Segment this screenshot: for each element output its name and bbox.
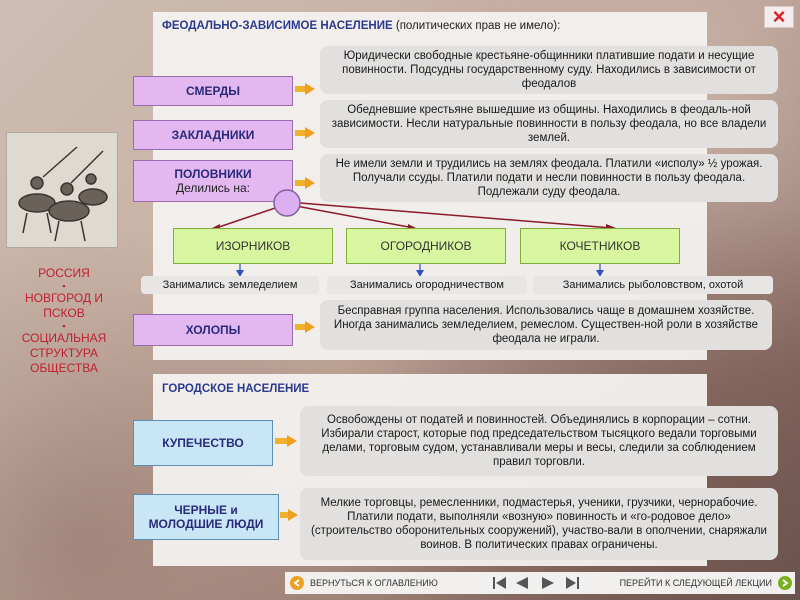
- zakladniki-button[interactable]: ЗАКЛАДНИКИ: [133, 120, 293, 150]
- polovniki-description: Не имели земли и трудились на землях фео…: [320, 154, 778, 202]
- kupechestvo-button[interactable]: КУПЕЧЕСТВО: [133, 420, 273, 466]
- zakladniki-arrow: [295, 130, 305, 136]
- zakladniki-arrow-head: [305, 127, 315, 139]
- smerdy-description: Юридически свободные крестьяне-общинники…: [320, 46, 778, 94]
- polovniki-desc-text: Не имели земли и трудились на землях фео…: [335, 158, 763, 198]
- chernye-label-2: МОЛОДШИЕ ЛЮДИ: [148, 517, 264, 531]
- group-izorniki[interactable]: ИЗОРНИКОВ: [173, 228, 333, 264]
- holopy-arrow: [295, 324, 305, 330]
- polovniki-arrow: [295, 180, 305, 186]
- holopy-label: ХОЛОПЫ: [185, 323, 241, 337]
- next-page-icon: [542, 577, 554, 589]
- ogorodniki-description: Занимались огородничеством: [327, 276, 527, 294]
- polovniki-label: ПОЛОВНИКИ: [174, 167, 252, 181]
- back-to-contents-button[interactable]: ВЕРНУТЬСЯ К ОГЛАВЛЕНИЮ: [290, 575, 480, 591]
- ogorodniki-desc-text: Занимались огородничеством: [350, 279, 504, 291]
- sidebar-line-novgorod: НОВГОРОД И: [24, 291, 104, 305]
- last-page-button[interactable]: [564, 575, 580, 591]
- izorniki-desc-text: Занимались земледелием: [162, 279, 298, 291]
- prev-page-icon: [516, 577, 528, 589]
- group-kochetniki-label: КОЧЕТНИКОВ: [559, 239, 641, 253]
- kochetniki-description: Занимались рыболовством, охотой: [533, 276, 773, 294]
- prev-page-button[interactable]: [514, 575, 530, 591]
- first-page-icon: [493, 577, 506, 589]
- holopy-description: Бесправная группа населения. Использовал…: [320, 300, 772, 350]
- izorniki-description: Занимались земледелием: [141, 276, 319, 294]
- sidebar-line-russia: РОССИЯ: [38, 266, 90, 280]
- back-arrow-icon: [290, 576, 304, 590]
- kupechestvo-description: Освобождены от податей и повинностей. Об…: [300, 406, 778, 476]
- chernye-arrow: [280, 512, 288, 518]
- feudal-title: ФЕОДАЛЬНО-ЗАВИСИМОЕ НАСЕЛЕНИЕ: [162, 20, 393, 32]
- sidebar-bullet: ▪: [62, 281, 66, 291]
- feudal-title-note: (политических прав не имело):: [395, 20, 561, 32]
- last-page-icon: [566, 577, 579, 589]
- smerdy-button[interactable]: СМЕРДЫ: [133, 76, 293, 106]
- chernye-arrow-head: [288, 509, 298, 521]
- chernye-desc-text: Мелкие торговцы, ремесленники, подмастер…: [311, 497, 767, 551]
- close-icon: ×: [772, 4, 786, 29]
- group-izorniki-label: ИЗОРНИКОВ: [215, 239, 291, 253]
- sidebar-title: РОССИЯ ▪ НОВГОРОД И ПСКОВ ▪ СОЦИАЛЬНАЯ С…: [8, 266, 120, 376]
- back-to-contents-label: ВЕРНУТЬСЯ К ОГЛАВЛЕНИЮ: [310, 578, 438, 588]
- holopy-button[interactable]: ХОЛОПЫ: [133, 314, 293, 346]
- illustration: [6, 132, 118, 248]
- sidebar-line-society: ОБЩЕСТВА: [30, 361, 98, 375]
- polovniki-button[interactable]: ПОЛОВНИКИ Делились на:: [133, 160, 293, 202]
- zakladniki-desc-text: Обедневшие крестьяне вышедшие из общины.…: [331, 104, 767, 144]
- zakladniki-label: ЗАКЛАДНИКИ: [171, 128, 255, 142]
- next-lecture-button[interactable]: ПЕРЕЙТИ К СЛЕДУЮЩЕЙ ЛЕКЦИИ: [596, 575, 792, 591]
- next-arrow-icon: [778, 576, 792, 590]
- group-ogorodniki[interactable]: ОГОРОДНИКОВ: [346, 228, 506, 264]
- feudal-heading: ФЕОДАЛЬНО-ЗАВИСИМОЕ НАСЕЛЕНИЕ (политичес…: [162, 20, 662, 32]
- group-ogorodniki-label: ОГОРОДНИКОВ: [380, 239, 472, 253]
- kupechestvo-desc-text: Освобождены от податей и повинностей. Об…: [321, 414, 757, 468]
- next-lecture-label: ПЕРЕЙТИ К СЛЕДУЮЩЕЙ ЛЕКЦИИ: [619, 578, 772, 588]
- holopy-arrow-head: [305, 321, 315, 333]
- holopy-desc-text: Бесправная группа населения. Использовал…: [333, 305, 759, 345]
- polovniki-arrow-head: [305, 177, 315, 189]
- group-kochetniki[interactable]: КОЧЕТНИКОВ: [520, 228, 680, 264]
- smerdy-arrow-head: [305, 83, 315, 95]
- sidebar-line-structure: СТРУКТУРА: [29, 346, 99, 360]
- close-button[interactable]: ×: [764, 6, 794, 28]
- kochetniki-desc-text: Занимались рыболовством, охотой: [562, 279, 744, 291]
- kupechestvo-arrow-head: [287, 435, 297, 447]
- sidebar-line-social: СОЦИАЛЬНАЯ: [21, 331, 107, 345]
- first-page-button[interactable]: [492, 575, 508, 591]
- sidebar-line-pskov: ПСКОВ: [43, 306, 85, 320]
- bottom-nav-bar: [285, 572, 795, 594]
- chernye-label-1: ЧЕРНЫЕ и: [174, 503, 238, 517]
- next-page-button[interactable]: [540, 575, 556, 591]
- kupechestvo-label: КУПЕЧЕСТВО: [162, 436, 244, 450]
- zakladniki-description: Обедневшие крестьяне вышедшие из общины.…: [320, 100, 778, 148]
- urban-heading: ГОРОДСКОЕ НАСЕЛЕНИЕ: [162, 383, 310, 395]
- chernye-description: Мелкие торговцы, ремесленники, подмастер…: [300, 488, 778, 560]
- horsemen-illustration-icon: [7, 133, 117, 247]
- smerdy-arrow: [295, 86, 305, 92]
- split-connector: [210, 189, 616, 277]
- polovniki-sublabel: Делились на:: [175, 181, 251, 195]
- kupechestvo-arrow: [275, 438, 287, 444]
- smerdy-label: СМЕРДЫ: [185, 84, 241, 98]
- sidebar-bullet: ▪: [62, 321, 66, 331]
- chernye-button[interactable]: ЧЕРНЫЕ и МОЛОДШИЕ ЛЮДИ: [133, 494, 279, 540]
- smerdy-desc-text: Юридически свободные крестьяне-общинники…: [342, 50, 756, 90]
